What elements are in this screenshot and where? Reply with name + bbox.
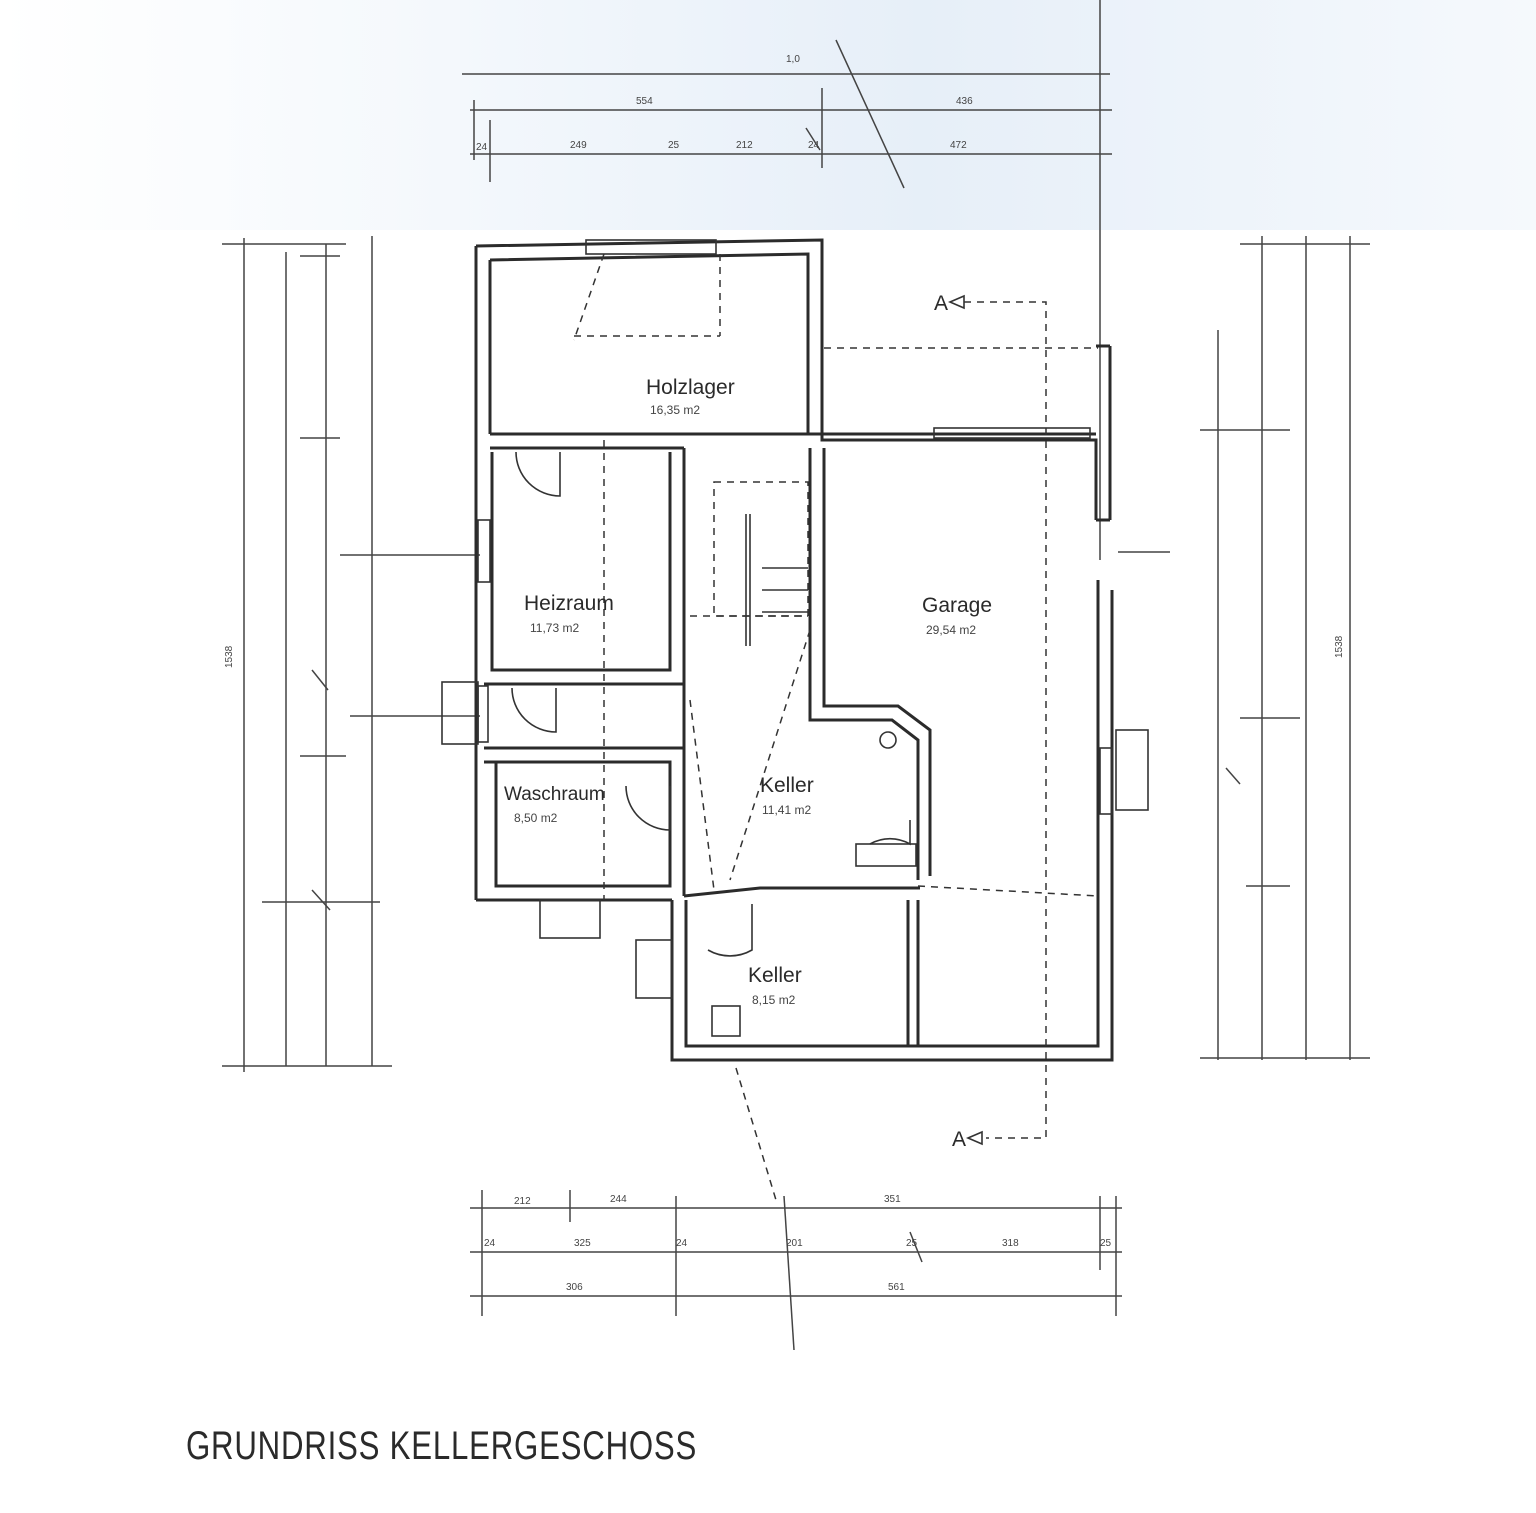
dim-top-c3: 25	[668, 140, 680, 151]
room-heizraum: Heizraum 11,73 m2	[524, 592, 614, 635]
dim-bottom-b6: 318	[1002, 1238, 1019, 1249]
room-waschraum-area: 8,50 m2	[514, 811, 558, 825]
dim-bottom-b1: 24	[484, 1238, 496, 1249]
room-garage-area: 29,54 m2	[926, 623, 976, 637]
dim-top-a: 554	[636, 96, 653, 107]
room-heizraum-name: Heizraum	[524, 592, 614, 615]
room-keller-small: Keller 8,15 m2	[748, 964, 802, 1007]
dim-right-total: 1538	[1334, 635, 1345, 658]
dim-bottom-b3: 24	[676, 1238, 688, 1249]
room-garage-name: Garage	[922, 594, 992, 617]
room-keller-main: Keller 11,41 m2	[760, 774, 814, 817]
left-dimension-chain: 1538	[222, 236, 480, 1072]
room-holzlager: Holzlager 16,35 m2	[646, 376, 735, 417]
door-swings	[511, 451, 917, 957]
room-holzlager-name: Holzlager	[646, 376, 735, 399]
dim-top-total: 1,0	[786, 54, 800, 65]
section-mark-top: A	[934, 292, 948, 315]
dim-left-total: 1538	[224, 645, 235, 668]
section-mark-bottom: A	[952, 1128, 966, 1151]
room-keller-small-area: 8,15 m2	[752, 993, 796, 1007]
building-walls	[474, 238, 1114, 1062]
bottom-dimension-chain: 212 244 351 24 325 24 201 25 318 25 306 …	[470, 1190, 1122, 1351]
dim-top-c6: 472	[950, 140, 967, 151]
dim-bottom-a2: 244	[610, 1194, 627, 1205]
scan-tint	[0, 0, 1536, 230]
dim-bottom-a3: 351	[884, 1194, 901, 1205]
dim-bottom-b5: 25	[906, 1238, 918, 1249]
dim-bottom-b7: 25	[1100, 1238, 1112, 1249]
dim-top-c2: 249	[570, 140, 587, 151]
dim-bottom-b2: 325	[574, 1238, 591, 1249]
dim-top-c1: 24	[476, 142, 488, 153]
dim-bottom-a1: 212	[514, 1196, 531, 1207]
room-waschraum: Waschraum 8,50 m2	[504, 784, 605, 825]
room-garage: Garage 29,54 m2	[922, 594, 992, 637]
room-holzlager-area: 16,35 m2	[650, 403, 700, 417]
dim-bottom-c2: 561	[888, 1282, 905, 1293]
dim-top-c4: 212	[736, 140, 753, 151]
dim-bottom-c1: 306	[566, 1282, 583, 1293]
stair	[689, 481, 811, 891]
dim-top-c5: 24	[808, 140, 820, 151]
dim-top-b: 436	[956, 96, 973, 107]
dashed-outlines	[573, 253, 1099, 1201]
room-keller-main-area: 11,41 m2	[762, 803, 811, 817]
section-markers: A A	[934, 292, 983, 1151]
dim-bottom-b4: 201	[786, 1238, 803, 1249]
room-waschraum-name: Waschraum	[504, 784, 605, 805]
room-heizraum-area: 11,73 m2	[530, 621, 579, 635]
room-keller-small-name: Keller	[748, 964, 802, 987]
top-dimension-chain: 1,0 554 436 24 249 25 212 24 472	[462, 0, 1112, 560]
right-dimension-chain: 1538	[1118, 236, 1370, 1060]
room-keller-main-name: Keller	[760, 774, 814, 797]
drawing-title: GRUNDRISS KELLERGESCHOSS	[186, 1424, 698, 1468]
openings	[441, 239, 1149, 1037]
